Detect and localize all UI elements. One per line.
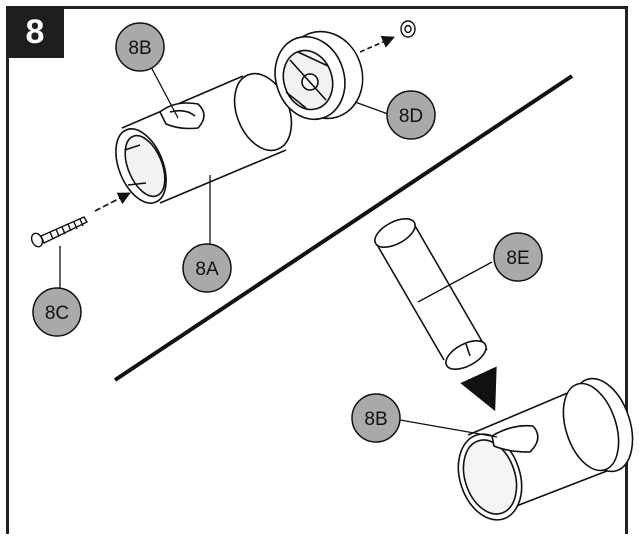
- leader-lines: [59, 64, 498, 438]
- screw-part-8c: [30, 216, 88, 248]
- callout-8a: 8A: [182, 243, 232, 293]
- callout-8e: 8E: [493, 232, 543, 282]
- divider-line: [113, 74, 574, 382]
- leader-8b-bottom: [399, 419, 498, 438]
- svg-text:8B: 8B: [128, 38, 151, 59]
- arrow-to-washer: [359, 35, 395, 53]
- leader-8e: [417, 261, 493, 303]
- instruction-frame: [6, 6, 628, 534]
- callout-8b-bottom: 8B: [351, 393, 401, 443]
- leader-8b-top: [149, 64, 179, 119]
- callout-8d: 8D: [386, 90, 436, 140]
- washer: [400, 20, 416, 38]
- tube-part-8a: [115, 72, 293, 204]
- end-cap-part-8d: [274, 30, 364, 121]
- rod-part-8e: [374, 218, 488, 370]
- svg-text:8E: 8E: [506, 248, 529, 269]
- svg-text:8D: 8D: [399, 106, 423, 127]
- arrow-screw-to-tube: [94, 192, 131, 212]
- svg-text:8A: 8A: [195, 259, 219, 280]
- arrow-rod-to-fitting: [460, 366, 497, 412]
- callout-8b-top: 8B: [115, 22, 165, 72]
- fitting-part-8b: [457, 377, 634, 521]
- svg-text:8C: 8C: [45, 303, 69, 324]
- leader-8d: [354, 101, 389, 115]
- svg-text:8B: 8B: [364, 409, 387, 430]
- step-number-badge: 8: [6, 6, 64, 58]
- callout-8c: 8C: [32, 287, 82, 337]
